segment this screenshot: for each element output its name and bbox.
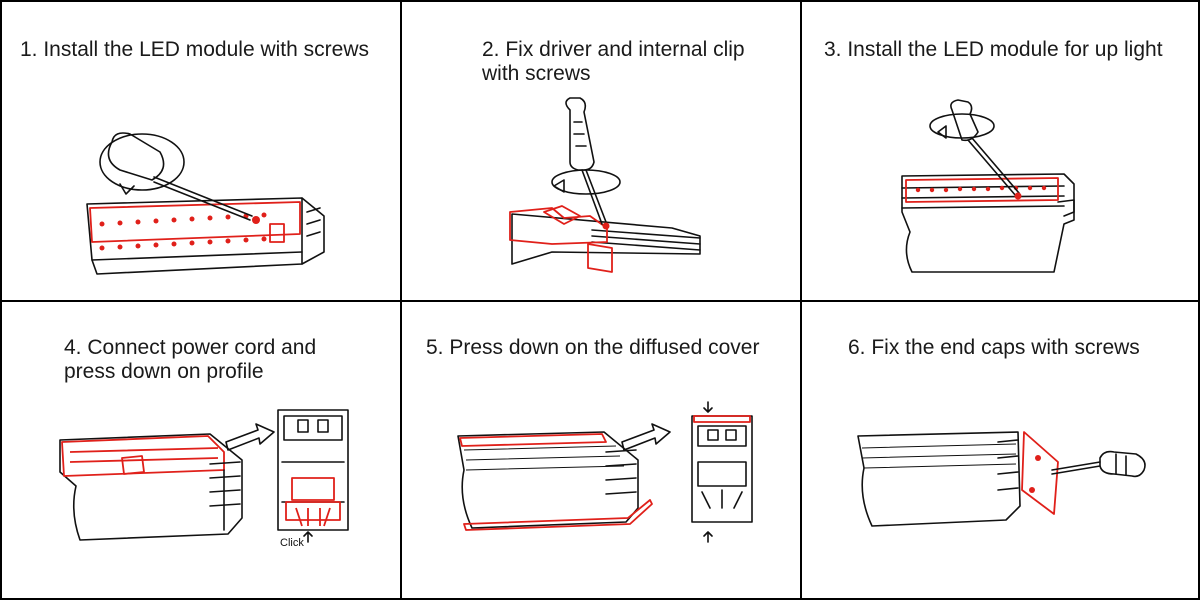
step-6-panel: 6. Fix the end caps with screws bbox=[800, 300, 1200, 600]
led-row-up bbox=[915, 185, 1047, 193]
step-3-panel: 3. Install the LED module for up light bbox=[800, 0, 1200, 302]
arrow-icon bbox=[621, 423, 671, 451]
step-1-panel: 1. Install the LED module with screws bbox=[0, 0, 402, 302]
cross-section-diagram bbox=[277, 409, 349, 543]
step-2-panel: 2. Fix driver and internal clip with scr… bbox=[400, 0, 802, 302]
step-3-illustration bbox=[901, 99, 1075, 273]
step-2-caption: 2. Fix driver and internal clip with scr… bbox=[482, 38, 745, 85]
step-2-illustration bbox=[509, 97, 701, 273]
click-label: Click bbox=[280, 537, 304, 549]
led-row bbox=[99, 212, 267, 251]
screwdriver-icon bbox=[1051, 450, 1146, 478]
screwdriver-icon bbox=[99, 132, 260, 224]
step-6-illustration bbox=[857, 431, 1146, 527]
step-5-illustration bbox=[457, 401, 753, 543]
step-4-panel: 4. Connect power cord and press down on … bbox=[0, 300, 402, 600]
screwdriver-icon bbox=[929, 99, 1022, 200]
step-1-caption: 1. Install the LED module with screws bbox=[20, 38, 369, 61]
arrow-icon bbox=[225, 423, 275, 451]
step-3-caption: 3. Install the LED module for up light bbox=[824, 38, 1163, 61]
step-5-panel: 5. Press down on the diffused cover bbox=[400, 300, 802, 600]
step-5-caption: 5. Press down on the diffused cover bbox=[426, 336, 760, 359]
cross-section-diagram bbox=[691, 401, 753, 543]
step-4-caption: 4. Connect power cord and press down on … bbox=[64, 336, 317, 383]
step-6-caption: 6. Fix the end caps with screws bbox=[848, 336, 1140, 359]
end-cap-diagram bbox=[1021, 431, 1059, 515]
step-1-illustration bbox=[86, 132, 325, 275]
step-4-illustration: Click bbox=[59, 409, 349, 549]
screwdriver-icon bbox=[551, 97, 621, 230]
